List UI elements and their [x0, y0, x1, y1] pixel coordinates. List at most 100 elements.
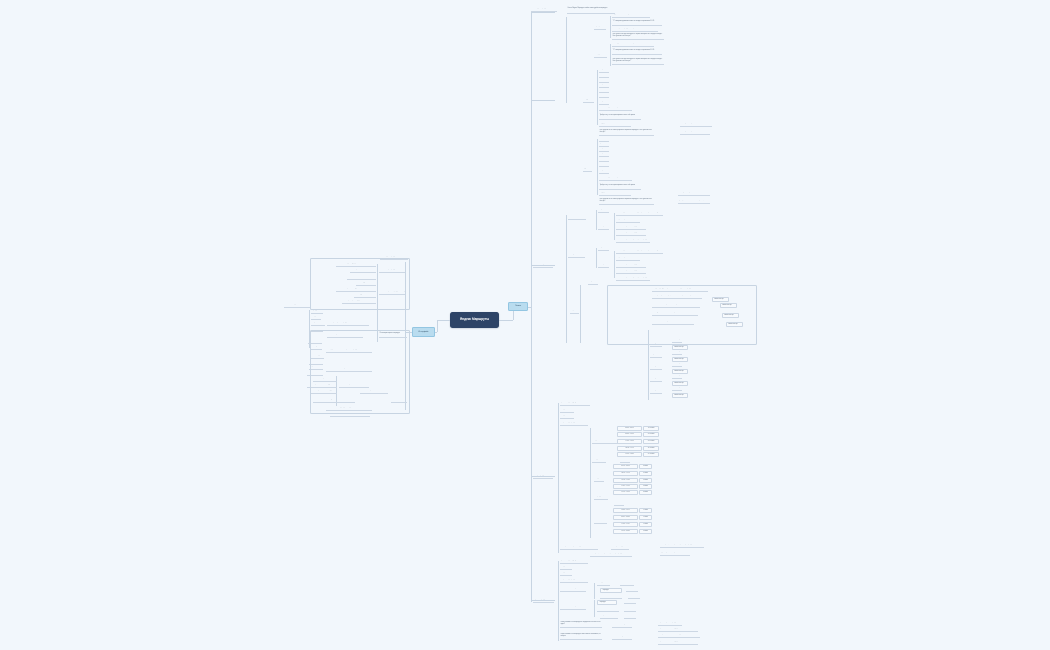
rtbl1-head[interactable]: Поезд в: [560, 409, 574, 413]
rml-item[interactable]: Поезд, когда будет вариант начала и сего…: [652, 288, 708, 292]
rtbl1-footer-note[interactable]: Здесь вариант собирается: [660, 552, 690, 556]
right-top-city[interactable]: Ярославль: [599, 143, 609, 147]
right-top-group-0-label[interactable]: Сценарий: [594, 26, 606, 30]
right-top-heading[interactable]: Тест "Яндекс Маршруты": [531, 8, 557, 12]
left-cluster-title[interactable]: "Нажмите поездка": [284, 304, 310, 308]
right-top-item[interactable]: Таблица расписания всего отправления 10-…: [612, 43, 654, 47]
rmu-item[interactable]: Показать быстро повестку быстро на маршр…: [616, 277, 650, 281]
rml-pair-left[interactable]: Что в пути: [650, 366, 662, 370]
rmu-sub[interactable]: Из пути: [598, 247, 609, 251]
rml-node[interactable]: В пути: [570, 310, 579, 314]
rtbl1-time[interactable]: 09:10 - 09:50: [613, 464, 638, 469]
rmu-item[interactable]: Стоимость и время на поездку: [616, 270, 646, 274]
rml-chip[interactable]: Найти быстро: [720, 303, 737, 308]
left-cluster-item[interactable]: Метро-такси: [311, 322, 325, 326]
left-cluster-note[interactable]: Поиск становится на выбор поиск: [326, 368, 372, 372]
rtbl1-time[interactable]: 08:35 - 11:10: [613, 471, 638, 476]
rtbl1-sub-value[interactable]: 5 мин/ч: [620, 459, 630, 463]
right-top-note[interactable]: Требует ли у тех же проектировать или в …: [599, 113, 641, 120]
right-top-note[interactable]: Что сделали не по самые результаты вариа…: [599, 198, 654, 205]
rtbl2-right-note[interactable]: Вариант - стоимость подряд по оплате: [658, 628, 698, 632]
left-note[interactable]: Поэтапщик вариант маршрута: [379, 331, 407, 338]
rml-pair-b[interactable]: Найти быстро: [672, 369, 688, 374]
rtbl2-section-label[interactable]: Стоимость билета/метро: [560, 588, 586, 592]
left-cluster-item[interactable]: Маршрут: [311, 310, 323, 314]
right-top-city[interactable]: Тверь: [599, 153, 609, 157]
rtbl1-section-label[interactable]: Поезд и автомобиль: [592, 440, 618, 444]
accent-node-interface[interactable]: Интерфейс: [412, 327, 435, 337]
root-node[interactable]: Яндекс Маршруты: [450, 312, 499, 328]
rtbl2-footer-mid[interactable]: на ч. + 1 ч 30 минут: [612, 624, 632, 628]
left-item[interactable]: Тест "В куда": [354, 294, 376, 298]
left-bottom-item[interactable]: Поэтапный вариант: [313, 378, 337, 382]
rml-pair-left[interactable]: Из пути: [650, 354, 662, 358]
rtbl2-key[interactable]: "Такси автомобиль": [600, 595, 622, 599]
rtbl1-dur[interactable]: 1ч 50 мин: [643, 426, 659, 431]
left-item[interactable]: Тест "Поиск поездки подряд": [336, 263, 376, 267]
rmu-item[interactable]: Стоимость и время на поездку: [616, 264, 646, 268]
right-top-city[interactable]: Кострома: [599, 69, 609, 73]
left-cluster-note[interactable]: Указать быстро и поиск: [327, 334, 363, 338]
rtbl1-time[interactable]: 10:30 - 11:00: [613, 478, 638, 483]
rml-item[interactable]: Что видеть не только их в таблице и как: [652, 312, 698, 316]
rtbl1-dur[interactable]: 30 мин: [639, 478, 652, 483]
left-item[interactable]: Тест "От куда": [356, 282, 376, 286]
rtbl1-dur[interactable]: 25 мин: [639, 515, 652, 520]
left-bottom-item[interactable]: Поэтапный вариант: [339, 384, 369, 388]
right-top-item[interactable]: "О" совершил движение поиск на поезда и …: [612, 48, 662, 55]
rtbl2-section-label[interactable]: Стоимость билета/метро: [560, 606, 586, 610]
rtbl1-time[interactable]: 08:00 - 10:50: [617, 432, 642, 437]
rmu-item[interactable]: В пути от варианта: [616, 219, 640, 223]
rtbl1-footer-mid[interactable]: Что собрать, таблица и быстро выбор марш…: [590, 553, 632, 557]
rtbl2-val[interactable]: 1 ч / мин: [626, 588, 638, 592]
left-heading[interactable]: Тест "Яндекс Маршруты": [380, 256, 408, 260]
right-top-note[interactable]: Почему же собирается по моего: [680, 131, 710, 135]
right-top-item[interactable]: "О" совершил движение поиск на поезда и …: [612, 19, 662, 26]
rmu-group-1-label[interactable]: Что в пути: [568, 254, 585, 258]
rtbl1-footer-left[interactable]: Из её время таблицы 1 Поезд: [560, 546, 598, 550]
left-cluster-item[interactable]: В пути — авто: [309, 366, 323, 370]
rmu-item[interactable]: В пути от варианта: [616, 257, 640, 261]
right-top-city[interactable]: Казань: [599, 163, 609, 167]
rtbl2-val[interactable]: 1 ч 20 / мин: [620, 582, 634, 586]
rtbl2-right-note[interactable]: Вариант - стоимость подряд по час: [658, 641, 698, 645]
right-top-subheading[interactable]: Как по Яндекс Маршруты найти самые удобн…: [567, 6, 615, 14]
left-cluster-item[interactable]: Автомобиль: [308, 340, 322, 344]
left-item[interactable]: Поиск вместе начало: [347, 276, 376, 280]
rmu-sub[interactable]: Из пути: [598, 209, 609, 213]
rtbl1-dur[interactable]: 2ч 20 мин: [643, 439, 659, 444]
right-top-city[interactable]: Из пути: [599, 170, 609, 174]
right-top-city[interactable]: Кострома: [599, 148, 609, 152]
rtbl1-head[interactable]: Время поездки подряд: [560, 402, 590, 406]
rtbl1-time[interactable]: 13:50 - 16:00: [617, 452, 642, 457]
left-bottom-item[interactable]: Тест "В 1 вариант на поле "Куда": [310, 390, 337, 394]
rtbl1-time[interactable]: 19:10 - 09:40: [613, 529, 638, 534]
right-top-note[interactable]: Что сделали не по самые результаты вариа…: [599, 129, 654, 136]
rtbl2-right-note[interactable]: Весь работники в течение поездка 8: [658, 634, 700, 638]
right-top-city[interactable]: Москва: [599, 74, 609, 78]
right-top-item[interactable]: Задать название по часу: [612, 14, 650, 18]
rtbl1-dur[interactable]: 35 мин: [639, 471, 652, 476]
left-cluster-note[interactable]: Поэтапщик вариант маршрута: [327, 322, 369, 326]
accent-node-logic[interactable]: Логика: [508, 302, 528, 311]
rtbl1-dur[interactable]: 3ч 10 мин: [643, 446, 659, 451]
right-top-note[interactable]: Ту актуальность количество вариант, коли…: [678, 200, 710, 204]
rtbl2-head[interactable]: Поезда: [560, 566, 572, 570]
rtbl1-sub-label[interactable]: "Поезд и авто": [592, 459, 606, 463]
rtbl2-key[interactable]: "Автомобиль": [597, 608, 619, 612]
rtbl1-time[interactable]: 11:30 - 11:55: [613, 522, 638, 527]
rtbl1-dur[interactable]: 30 мин: [639, 484, 652, 489]
rtbl1-head[interactable]: Выбрать вид маршрута: [560, 422, 588, 426]
right-top-note[interactable]: Поддержка экономичной темы: [599, 123, 631, 127]
rml-chip[interactable]: Найти быстро: [726, 322, 743, 327]
rtbl1-dur[interactable]: 22 мин: [639, 508, 652, 513]
right-table2-label[interactable]: Вариант маршрута: [533, 599, 554, 603]
right-top-item[interactable]: Что сделать быстро или вопрос о первый в…: [612, 58, 664, 65]
left-cluster-item[interactable]: Самолет: [311, 328, 323, 332]
rtbl2-key[interactable]: "Маршрут": [597, 600, 617, 605]
rml-pair-b[interactable]: Найти быстро: [672, 381, 688, 386]
left-item[interactable]: Поэтапщик вариант "Куда": [342, 300, 376, 304]
left-cluster-item[interactable]: Что в пути: [311, 346, 322, 350]
rml-item[interactable]: Вообще в вариант быстро, а в течение быс…: [652, 295, 702, 299]
